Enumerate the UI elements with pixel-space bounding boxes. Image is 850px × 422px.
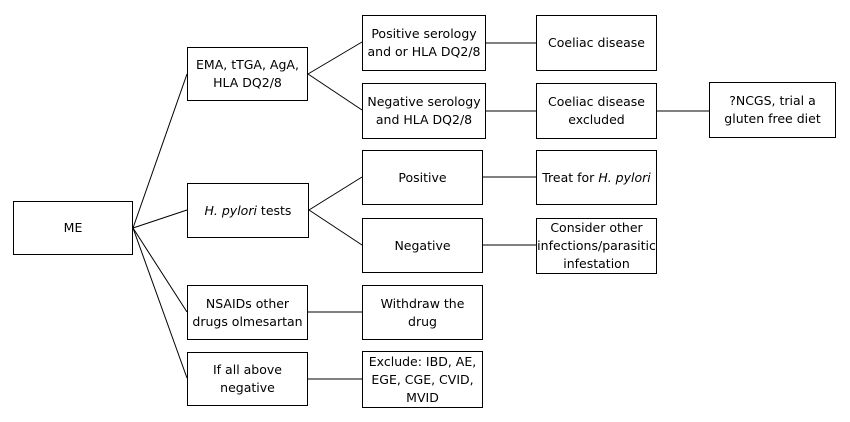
hpylori-tests-suffix: tests [256,202,292,218]
hpylori-italic: H. pylori [204,202,257,218]
edge-hp-pos [308,176,363,211]
node-treat-hpylori: Treat for H. pylori [536,150,657,205]
edge-me-ema [132,73,188,229]
node-serology-tests: EMA, tTGA, AgA, HLA DQ2/8 [187,47,308,101]
treat-prefix: Treat for [542,169,599,185]
edge-me-nsaids [132,227,188,313]
node-all-negative: If all above negative [187,352,308,406]
node-coeliac-excluded: Coeliac disease excluded [536,83,657,139]
node-coeliac-disease: Coeliac disease [536,15,657,71]
node-positive: Positive [362,150,483,205]
node-exclude: Exclude: IBD, AE, EGE, CGE, CVID, MVID [362,351,483,408]
node-hpylori-tests: H. pylori tests [187,183,309,238]
node-positive-serology: Positive serology and or HLA DQ2/8 [362,15,486,71]
node-nsaids: NSAIDs other drugs olmesartan [187,285,308,340]
edge-ema-neg [307,73,363,111]
edge-me-allneg [132,227,188,379]
node-withdraw-drug: Withdraw the drug [362,285,483,340]
node-negative-serology: Negative serology and HLA DQ2/8 [362,83,486,139]
edge-me-hpylori [132,209,188,229]
node-negative: Negative [362,218,483,273]
edge-ema-pos [307,41,363,75]
node-consider-other: Consider other infections/parasitic infe… [536,218,657,274]
edge-hp-neg [308,209,363,246]
treat-italic: H. pylori [598,169,651,185]
node-ncgs: ?NCGS, trial a gluten free diet [709,82,836,138]
node-me: ME [13,201,133,255]
